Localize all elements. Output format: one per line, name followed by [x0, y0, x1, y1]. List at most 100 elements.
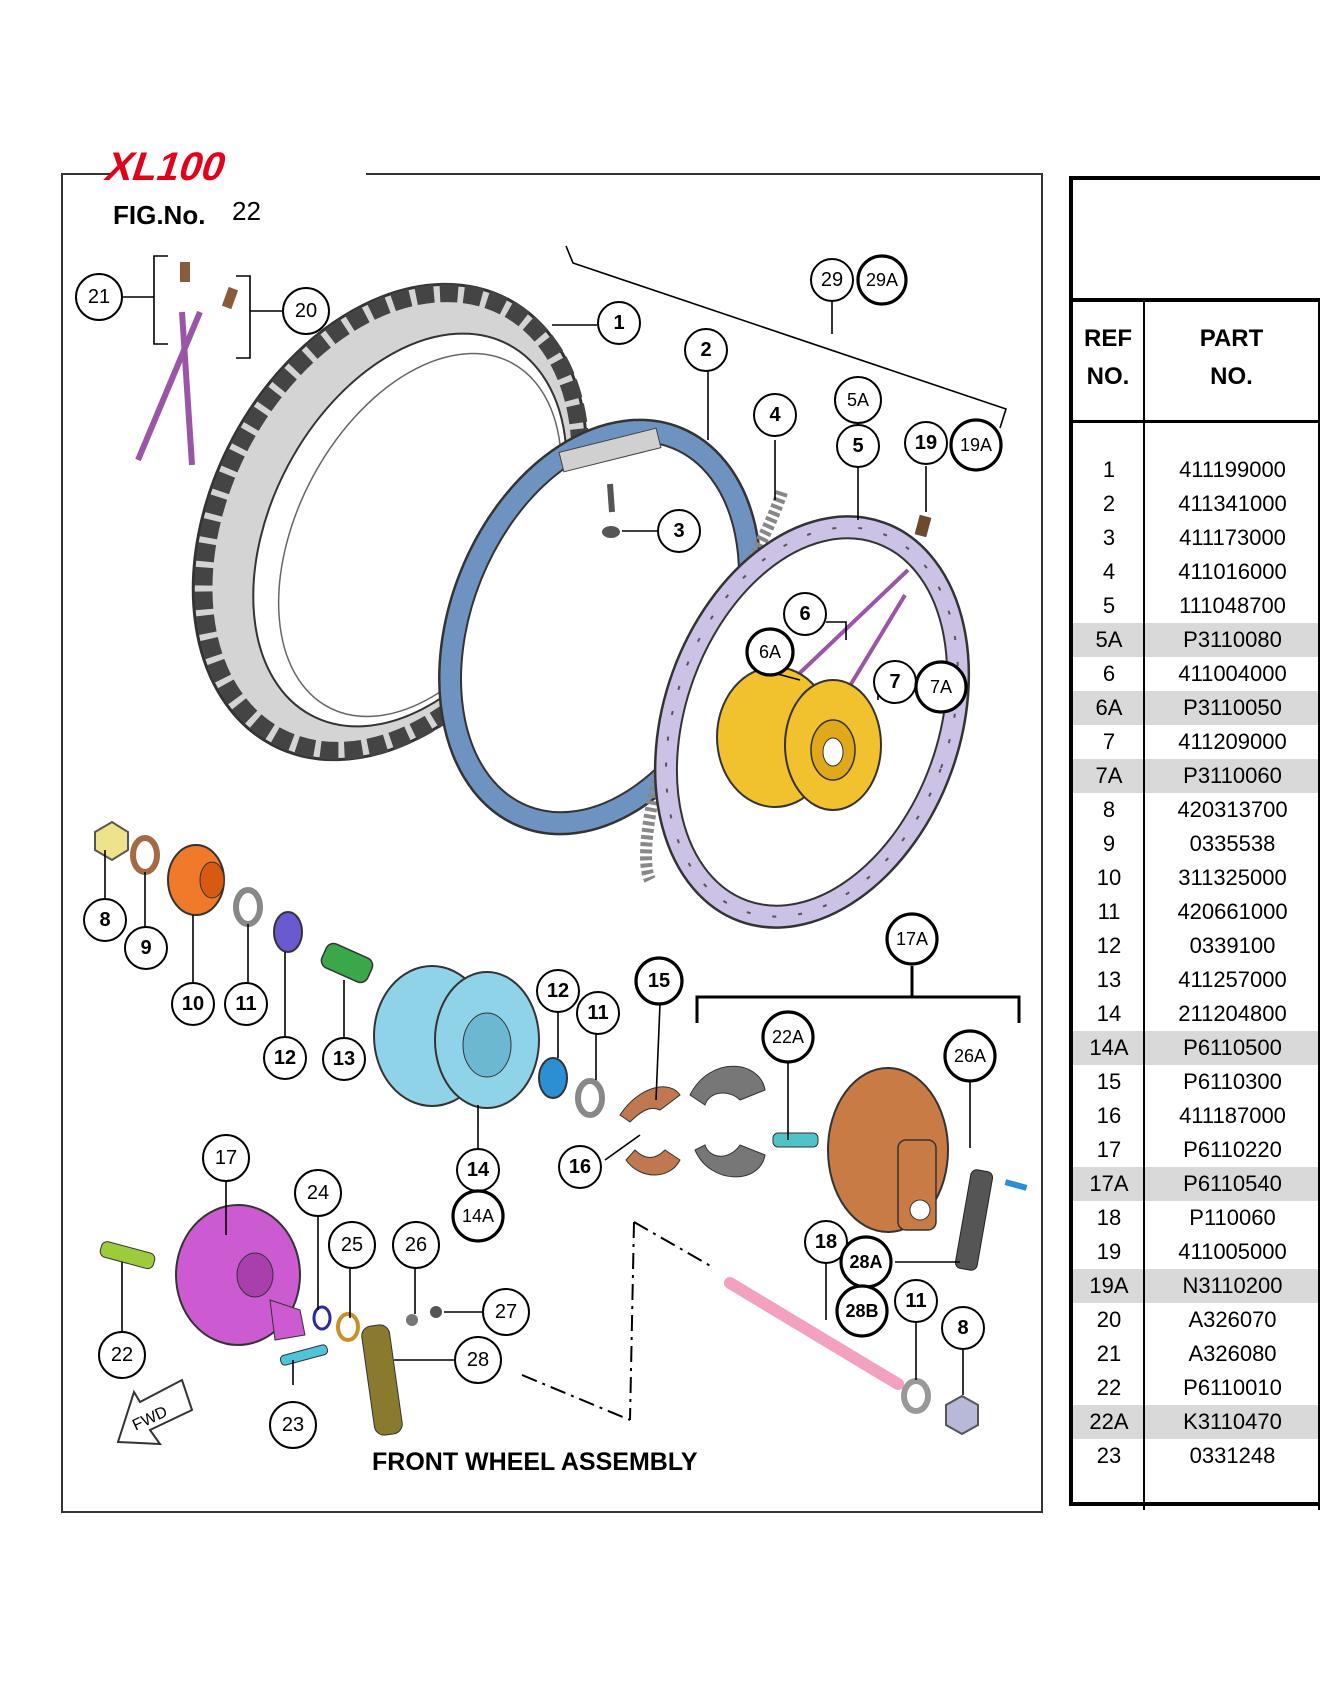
part-no: 211204800 — [1178, 1001, 1287, 1026]
part-no: 411004000 — [1178, 661, 1287, 686]
washer-25-icon — [336, 1312, 360, 1342]
svg-text:5: 5 — [852, 435, 863, 457]
ref-no: 14A — [1089, 1035, 1129, 1060]
callout-19: 19 — [904, 421, 948, 465]
brake-shoe-15a — [619, 1086, 681, 1123]
col-part-header: PART NO. — [1145, 302, 1320, 420]
callout-14: 14 — [456, 1148, 500, 1192]
bolt-23-icon — [279, 1344, 329, 1366]
callout-28b: 28B — [835, 1284, 889, 1338]
table-row: 21 A326080 — [1073, 1337, 1320, 1371]
callout-26: 26 — [392, 1221, 440, 1269]
ref-no: 16 — [1096, 1103, 1122, 1128]
washer-11-icon — [233, 887, 263, 927]
part-no: 411187000 — [1179, 1103, 1286, 1128]
part-no: A326080 — [1188, 1341, 1277, 1366]
shoe-assy-lower — [694, 1144, 766, 1178]
svg-text:6: 6 — [799, 603, 810, 625]
svg-text:28B: 28B — [845, 1301, 878, 1321]
svg-text:27: 27 — [495, 1301, 517, 1323]
part-no: 411005000 — [1178, 1239, 1287, 1264]
ref-no: 22A — [1089, 1409, 1129, 1434]
svg-text:2: 2 — [700, 339, 711, 361]
callout-17a: 17A — [885, 912, 939, 966]
ref-no: 17 — [1096, 1137, 1122, 1162]
svg-text:6A: 6A — [759, 642, 781, 662]
valve-extensions — [135, 255, 251, 466]
bearing-12b-icon — [538, 1057, 568, 1099]
svg-text:22A: 22A — [772, 1027, 804, 1047]
svg-text:16: 16 — [569, 1156, 591, 1178]
callout-15: 15 — [634, 956, 684, 1006]
callout-8: 8 — [83, 898, 127, 942]
washer-9-icon — [130, 835, 160, 875]
callout-23: 23 — [269, 1401, 317, 1449]
svg-text:1: 1 — [613, 312, 624, 334]
callout-16: 16 — [558, 1145, 602, 1189]
svg-text:15: 15 — [648, 970, 670, 992]
ref-no: 14 — [1096, 1001, 1122, 1026]
callout-27: 27 — [482, 1288, 530, 1336]
svg-text:8: 8 — [99, 909, 110, 931]
part-no: P3110060 — [1183, 763, 1282, 788]
part-no: 411016000 — [1178, 559, 1287, 584]
svg-text:10: 10 — [182, 993, 204, 1015]
spoke-6 — [780, 568, 910, 692]
brake-cam-22a-icon — [772, 1132, 819, 1148]
part-no: 111048700 — [1179, 593, 1286, 618]
svg-text:14: 14 — [467, 1159, 490, 1181]
part-no: 411257000 — [1178, 967, 1287, 992]
svg-text:23: 23 — [282, 1414, 304, 1436]
callout-19a: 19A — [949, 418, 1003, 472]
table-row: 16 411187000 — [1073, 1099, 1320, 1133]
fig-label: FIG.No. — [113, 200, 205, 230]
callout-6: 6 — [783, 592, 827, 636]
bolt-icon — [1004, 1179, 1028, 1191]
svg-text:29: 29 — [821, 269, 843, 291]
callout-11: 11 — [224, 982, 268, 1026]
callout-10: 10 — [171, 982, 215, 1026]
ref-no: 19 — [1096, 1239, 1122, 1264]
ref-no: 11 — [1097, 899, 1121, 924]
part-no: P6110540 — [1183, 1171, 1282, 1196]
table-row: 22A K3110470 — [1073, 1405, 1320, 1439]
callout-20: 20 — [282, 287, 330, 335]
callout-7a: 7A — [914, 660, 968, 714]
brake-arm-28a-icon — [954, 1169, 994, 1271]
svg-text:11: 11 — [587, 1002, 608, 1024]
callout-9: 9 — [124, 926, 168, 970]
hub — [716, 666, 882, 811]
svg-text:8: 8 — [957, 1317, 968, 1339]
shoe-assy-upper — [689, 1065, 766, 1106]
part-no: K3110470 — [1183, 1409, 1282, 1434]
callout-29: 29 — [810, 258, 854, 302]
washer-11c-icon — [901, 1378, 931, 1414]
callout-28: 28 — [454, 1336, 502, 1384]
ref-no: 1 — [1102, 457, 1116, 482]
svg-text:25: 25 — [341, 1234, 363, 1256]
table-row: 17A P6110540 — [1073, 1167, 1320, 1201]
ref-no: 15 — [1096, 1069, 1122, 1094]
svg-text:21: 21 — [88, 286, 110, 308]
dashdot-1 — [633, 1221, 715, 1269]
callout-4: 4 — [753, 393, 797, 437]
bracket-29 — [565, 245, 1007, 429]
ref-no: 21 — [1096, 1341, 1122, 1366]
dashdot-3 — [521, 1374, 631, 1421]
svg-text:12: 12 — [547, 980, 569, 1002]
ref-no: 17A — [1089, 1171, 1129, 1196]
svg-text:28A: 28A — [849, 1252, 882, 1272]
callouts: 21 20 1 2 4 3 29 29A 5A 5 19 19A 6 6A 7 … — [75, 254, 1003, 1449]
svg-text:29A: 29A — [866, 270, 898, 290]
svg-text:14A: 14A — [462, 1206, 494, 1226]
svg-text:7: 7 — [889, 671, 900, 693]
svg-text:26A: 26A — [954, 1046, 986, 1066]
